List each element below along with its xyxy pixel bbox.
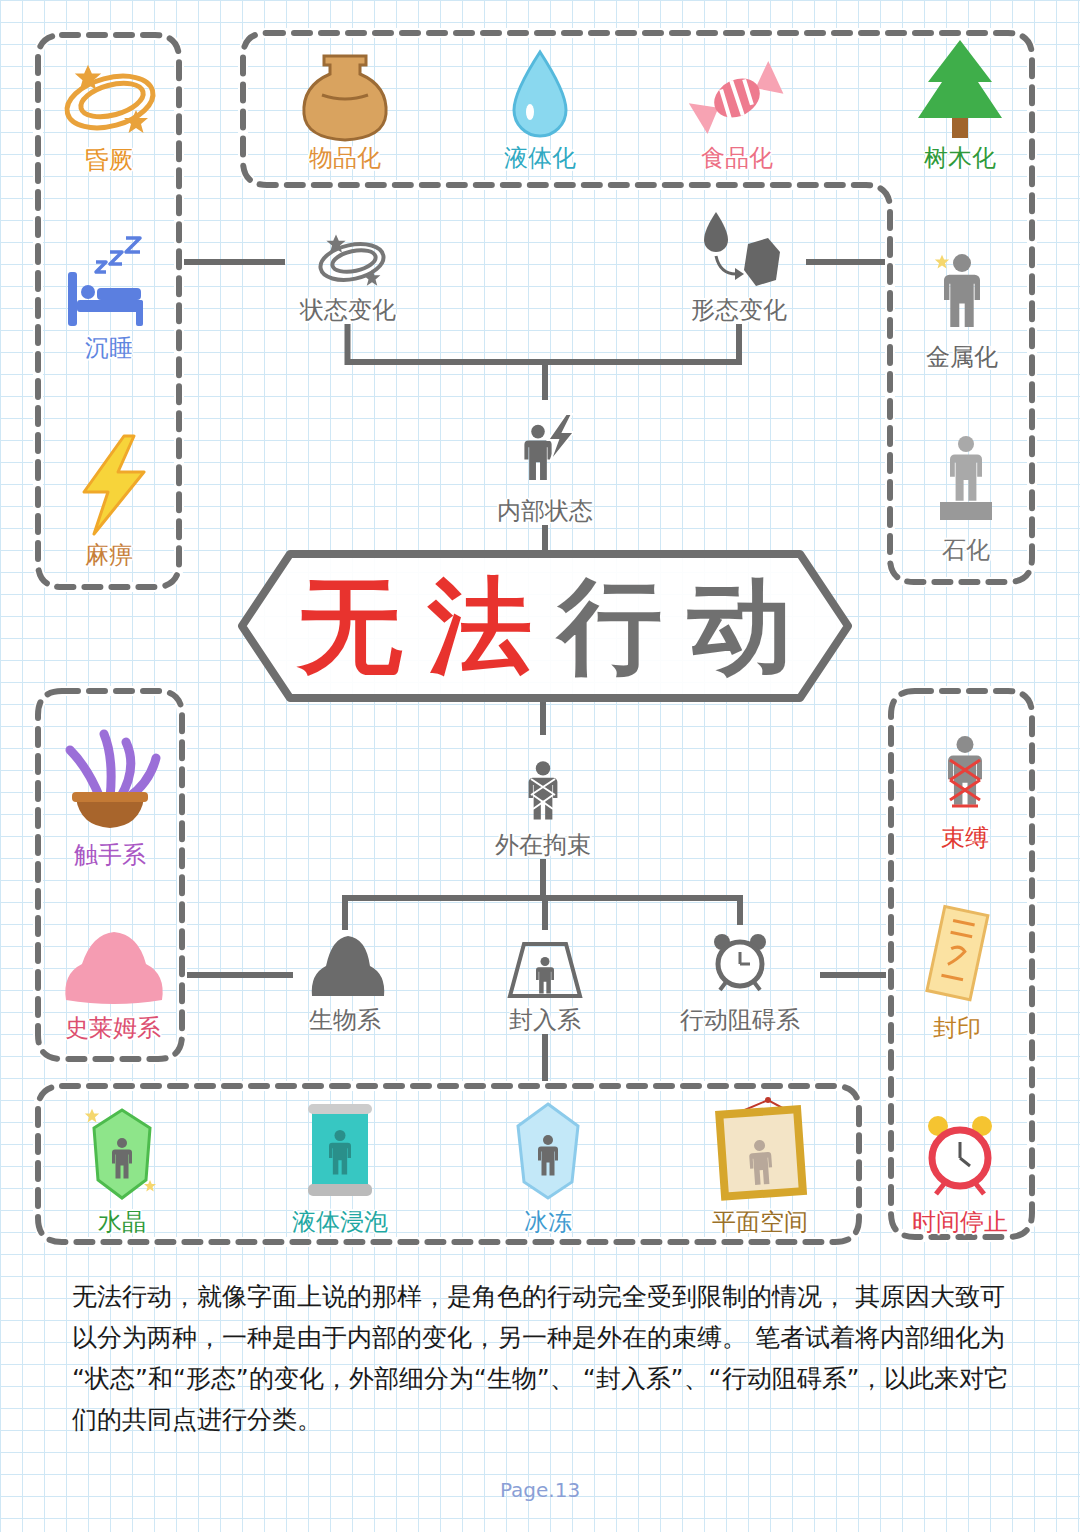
group-outline (888, 688, 1035, 1240)
node-label: 平面空间 (712, 1208, 808, 1236)
item-node: 石化 (912, 420, 1020, 564)
connector (806, 259, 890, 265)
connector (820, 972, 888, 978)
center-title: 无法行动 (272, 566, 818, 686)
connector (543, 859, 740, 925)
item-node: 时间停止 (895, 1100, 1025, 1236)
clock-icon (714, 934, 766, 990)
page-number: Page.13 (0, 1478, 1080, 1502)
connector (540, 702, 546, 735)
node-label: 行动阻碍系 (680, 1006, 800, 1034)
group-box: 物品化 液体化 食品化 树木化金属化石化 (240, 30, 1035, 585)
category-node: 外在拘束 (478, 735, 608, 859)
tank-icon (308, 1104, 372, 1196)
connector (182, 259, 285, 265)
node-label: 昏厥 (85, 146, 133, 174)
connector (345, 859, 543, 930)
center-hexagon: 无法行动 (238, 550, 852, 702)
item-node: 昏厥 (55, 55, 162, 174)
item-node: 麻痹 (55, 435, 162, 569)
node-label: 史莱姆系 (65, 1014, 161, 1042)
group-box: 束缚封印时间停止 (888, 688, 1035, 1240)
group-outline (35, 688, 185, 1062)
node-label: 时间停止 (912, 1208, 1008, 1236)
node-label: 外在拘束 (495, 831, 591, 859)
node-label: 液体化 (504, 144, 576, 172)
group-box: 触手系史莱姆系 (35, 688, 185, 1062)
node-label: 封印 (933, 1014, 981, 1042)
item-node: 平面空间 (690, 1100, 830, 1236)
caption-text: 无法行动，就像字面上说的那样，是角色的行动完全受到限制的情况， 其原因大致可以分… (72, 1276, 1022, 1440)
faint-icon (61, 65, 158, 137)
creature-icon (312, 936, 384, 996)
node-label: 麻痹 (85, 541, 133, 569)
node-label: 状态变化 (300, 296, 396, 324)
statue-icon (940, 436, 992, 520)
tree-icon (918, 40, 1002, 138)
subcategory-node: 状态变化 (285, 226, 410, 324)
node-label: 石化 (942, 536, 990, 564)
frame-icon (719, 1097, 803, 1197)
node-label: 水晶 (98, 1208, 146, 1236)
seal-icon (927, 906, 988, 999)
paralysis-icon (84, 436, 144, 534)
connector (542, 525, 548, 550)
item-node: 水晶 (72, 1100, 172, 1236)
drop-icon (514, 52, 566, 136)
connector (542, 1034, 548, 1083)
alarm-icon (928, 1116, 992, 1194)
connector (348, 324, 546, 400)
subcategory-node: 行动阻碍系 (660, 925, 820, 1034)
node-label: 沉睡 (85, 334, 133, 362)
metal-figure (935, 254, 980, 327)
connector (185, 972, 293, 978)
node-label: 形态变化 (691, 296, 787, 324)
sleep-icon (68, 238, 143, 326)
item-node: 沉睡 (55, 245, 162, 362)
group-outline (240, 30, 1035, 585)
vase-icon (304, 56, 386, 140)
item-node: 冰冻 (498, 1100, 598, 1236)
node-label: 冰冻 (524, 1208, 572, 1236)
ice-icon (518, 1104, 578, 1198)
node-label: 束缚 (941, 824, 989, 852)
item-node: 束缚 (912, 712, 1018, 852)
tentacle-icon (70, 734, 156, 828)
node-label: 树木化 (924, 144, 996, 172)
item-node: 金属化 (905, 232, 1019, 371)
group-box: 昏厥沉睡麻痹 (35, 32, 182, 590)
subcategory-node: 封入系 (493, 930, 597, 1034)
rope-icon (948, 736, 982, 806)
subcategory-node: 生物系 (293, 930, 397, 1034)
node-label: 触手系 (74, 841, 146, 869)
node-label: 生物系 (309, 1006, 381, 1034)
item-node: 史莱姆系 (48, 930, 178, 1042)
connector (545, 324, 739, 400)
state-icon (317, 234, 387, 285)
node-label: 物品化 (309, 144, 381, 172)
crystal-icon (85, 1109, 156, 1198)
item-node: 树木化 (903, 40, 1017, 172)
candy-icon (689, 61, 785, 135)
group-box: 水晶 液体浸泡 冰冻 平面空间 (35, 1083, 862, 1245)
item-node: 食品化 (680, 45, 794, 172)
item-node: 液体浸泡 (275, 1100, 405, 1236)
form-icon (704, 212, 780, 286)
item-node: 封印 (902, 898, 1012, 1042)
bound-icon (529, 761, 558, 819)
node-label: 内部状态 (497, 497, 593, 525)
node-label: 食品化 (701, 144, 773, 172)
node-label: 液体浸泡 (292, 1208, 388, 1236)
node-label: 封入系 (509, 1006, 581, 1034)
item-node: 物品化 (288, 45, 402, 172)
item-node: 触手系 (55, 715, 165, 869)
item-node: 液体化 (483, 45, 597, 172)
slime-icon (65, 932, 162, 1004)
category-node: 内部状态 (478, 400, 612, 525)
node-label: 金属化 (926, 343, 998, 371)
group-outline (35, 32, 182, 590)
enclose-icon (510, 944, 580, 996)
inner-icon (524, 414, 574, 480)
subcategory-node: 形态变化 (672, 208, 806, 324)
